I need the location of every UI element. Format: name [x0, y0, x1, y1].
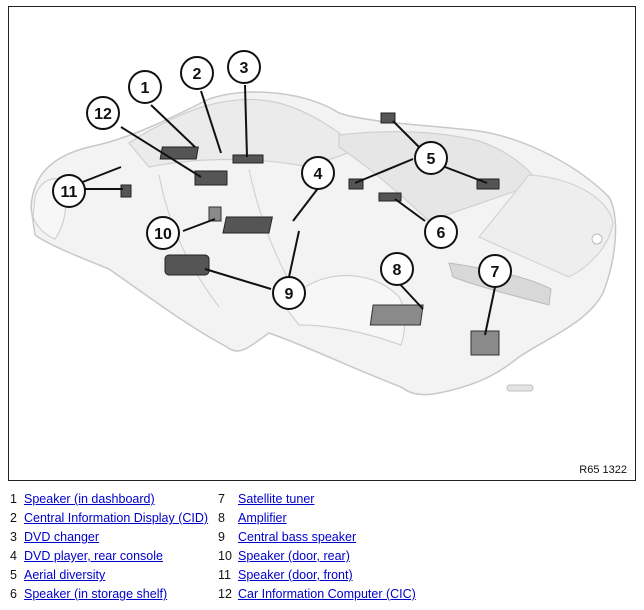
- cid-unit: [159, 146, 199, 160]
- callout-2: 2: [180, 56, 214, 90]
- callout-12: 12: [86, 96, 120, 130]
- callout-11: 11: [52, 174, 86, 208]
- callout-5: 5: [414, 141, 448, 175]
- callout-10: 10: [146, 216, 180, 250]
- rear-door-speaker-unit: [208, 206, 222, 222]
- legend-number: 4: [10, 549, 17, 563]
- aerial-unit-top: [380, 112, 396, 124]
- legend-link-speaker-dashboard[interactable]: Speaker (in dashboard): [24, 492, 155, 506]
- bass-speaker-unit: [164, 254, 210, 276]
- svg-text:12: 12: [94, 106, 112, 123]
- legend-number: 6: [10, 587, 17, 601]
- legend-link-aerial-diversity[interactable]: Aerial diversity: [24, 568, 106, 582]
- legend-link-speaker-storage-shelf[interactable]: Speaker (in storage shelf): [24, 587, 168, 601]
- callout-8: 8: [380, 252, 414, 286]
- svg-text:11: 11: [61, 184, 78, 201]
- legend-number: 8: [218, 511, 225, 525]
- legend-number: 5: [10, 568, 17, 582]
- aerial-unit-right: [476, 178, 500, 190]
- legend-number: 12: [218, 587, 232, 601]
- legend-link-speaker-door-front[interactable]: Speaker (door, front): [238, 568, 353, 582]
- callout-4: 4: [301, 156, 335, 190]
- svg-text:6: 6: [437, 225, 446, 242]
- leader-lines: [74, 84, 496, 336]
- legend-link-cid[interactable]: Central Information Display (CID): [24, 511, 209, 525]
- legend-number: 11: [218, 568, 231, 582]
- callout-9: 9: [272, 276, 306, 310]
- legend-link-speaker-door-rear[interactable]: Speaker (door, rear): [238, 549, 350, 563]
- legend-link-dvd-changer[interactable]: DVD changer: [24, 530, 100, 544]
- legend-number: 2: [10, 511, 17, 525]
- car-body: [30, 91, 617, 396]
- svg-text:7: 7: [491, 264, 500, 281]
- svg-text:1: 1: [141, 80, 150, 97]
- callout-1: 1: [128, 70, 162, 104]
- aerial-unit-left: [348, 178, 364, 190]
- legend-link-central-bass-speaker[interactable]: Central bass speaker: [238, 530, 357, 544]
- callout-6: 6: [424, 215, 458, 249]
- legend-link-amplifier[interactable]: Amplifier: [238, 511, 287, 525]
- amplifier-unit: [369, 304, 424, 326]
- cic-unit: [194, 170, 228, 186]
- legend-number: 7: [218, 492, 225, 506]
- front-door-speaker-unit: [120, 184, 132, 198]
- legend-link-satellite-tuner[interactable]: Satellite tuner: [238, 492, 315, 506]
- svg-text:4: 4: [314, 166, 323, 183]
- storage-shelf-speaker-unit: [378, 192, 402, 202]
- svg-text:5: 5: [427, 151, 436, 168]
- callout-3: 3: [227, 50, 261, 84]
- svg-text:8: 8: [393, 262, 402, 279]
- legend-number: 9: [218, 530, 225, 544]
- callout-7: 7: [478, 254, 512, 288]
- rear-console-dvd-unit: [222, 216, 273, 234]
- legend-link-dvd-player[interactable]: DVD player, rear console: [24, 549, 163, 563]
- dvd-changer-unit: [232, 154, 264, 164]
- svg-text:10: 10: [154, 226, 172, 243]
- svg-text:9: 9: [285, 286, 294, 303]
- legend-link-cic[interactable]: Car Information Computer (CIC): [238, 587, 416, 601]
- car-component-diagram: 1 2 3 4 5 6 7 8: [30, 50, 617, 396]
- legend-number: 10: [218, 549, 232, 563]
- svg-text:2: 2: [193, 66, 202, 83]
- legend-number: 1: [10, 492, 17, 506]
- diagram-frame: 1 2 3 4 5 6 7 8: [8, 6, 636, 481]
- svg-text:3: 3: [240, 60, 249, 77]
- figure-reference-code: R65 1322: [579, 464, 627, 476]
- components: [120, 112, 500, 356]
- legend-number: 3: [10, 530, 17, 544]
